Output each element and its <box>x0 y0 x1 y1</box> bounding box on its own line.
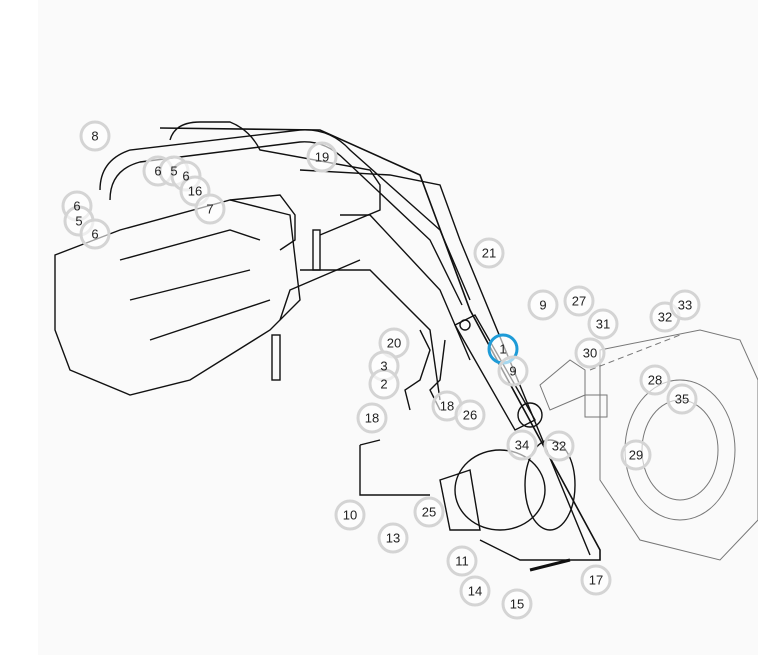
callout-7-ring[interactable] <box>194 193 226 225</box>
callout-33-ring[interactable] <box>669 289 701 321</box>
callout-number[interactable]: 6 <box>182 169 189 184</box>
callout-number[interactable]: 10 <box>343 508 357 523</box>
callout-29-ring[interactable] <box>620 439 652 471</box>
callout-8-ring[interactable] <box>79 120 111 152</box>
callout-35-ring[interactable] <box>666 383 698 415</box>
callout-number[interactable]: 11 <box>455 554 469 569</box>
callout-number[interactable]: 6 <box>91 227 98 242</box>
plate <box>584 394 608 418</box>
drawing-linework <box>54 121 601 572</box>
callout-number[interactable]: 13 <box>386 531 400 546</box>
motor-valve <box>439 469 481 531</box>
valve-top <box>229 194 296 251</box>
callout-14-ring[interactable] <box>459 575 491 607</box>
pipe <box>299 169 591 556</box>
callout-number[interactable]: 27 <box>572 294 586 309</box>
callout-9-ring[interactable] <box>497 355 529 387</box>
hydraulic-motor <box>454 449 546 531</box>
callout-number[interactable]: 6 <box>154 164 161 179</box>
callout-number[interactable]: 3 <box>380 359 387 374</box>
callout-11-ring[interactable] <box>446 545 478 577</box>
callout-number[interactable]: 35 <box>675 392 689 407</box>
callout-26-ring[interactable] <box>454 399 486 431</box>
callout-17-ring[interactable] <box>580 564 612 596</box>
callout-number[interactable]: 32 <box>552 439 566 454</box>
callout-number[interactable]: 19 <box>315 150 329 165</box>
callout-10-ring[interactable] <box>334 499 366 531</box>
callout-number[interactable]: 34 <box>515 438 529 453</box>
callout-number[interactable]: 25 <box>422 505 436 520</box>
callout-number[interactable]: 28 <box>648 373 662 388</box>
callout-34-ring[interactable] <box>506 429 538 461</box>
gearbox-housing <box>599 329 758 561</box>
pipe <box>359 439 430 496</box>
callout-number[interactable]: 26 <box>463 408 477 423</box>
callout-30-ring[interactable] <box>574 337 606 369</box>
bracket <box>539 359 586 411</box>
callout-number[interactable]: 7 <box>206 202 213 217</box>
callout-number[interactable]: 8 <box>91 129 98 144</box>
callout-number[interactable]: 30 <box>583 346 597 361</box>
pipe <box>159 127 601 561</box>
callout-number[interactable]: 9 <box>509 364 516 379</box>
callout-number[interactable]: 21 <box>482 246 496 261</box>
callout-number[interactable]: 14 <box>468 584 482 599</box>
valve-sections <box>119 229 271 341</box>
callout-number[interactable]: 18 <box>365 411 379 426</box>
callout-number[interactable]: 20 <box>387 336 401 351</box>
callout-9-ring[interactable] <box>527 289 559 321</box>
callout-2-ring[interactable] <box>368 368 400 400</box>
pipe <box>279 259 361 321</box>
callout-ring-layer <box>61 120 701 620</box>
callout-number[interactable]: 18 <box>440 399 454 414</box>
fitting <box>529 558 571 572</box>
callout-number[interactable]: 32 <box>658 310 672 325</box>
pipe <box>99 129 471 301</box>
callout-number[interactable]: 9 <box>539 298 546 313</box>
callout-number[interactable]: 15 <box>510 597 524 612</box>
callout-13-ring[interactable] <box>377 522 409 554</box>
pipe <box>109 141 463 306</box>
callout-number[interactable]: 33 <box>678 298 692 313</box>
callout-number[interactable]: 5 <box>170 164 177 179</box>
callout-number[interactable]: 17 <box>589 573 603 588</box>
callout-27-ring[interactable] <box>563 285 595 317</box>
callout-number[interactable]: 16 <box>188 184 202 199</box>
callout-number[interactable]: 29 <box>629 448 643 463</box>
callout-31-ring[interactable] <box>587 308 619 340</box>
pipe <box>479 539 560 561</box>
callout-21-ring[interactable] <box>473 237 505 269</box>
callout-number[interactable]: 31 <box>596 317 610 332</box>
callout-28-ring[interactable] <box>639 364 671 396</box>
callout-number[interactable]: 2 <box>380 377 387 392</box>
hose-fitting <box>271 334 281 381</box>
callout-number[interactable]: 6 <box>73 199 80 214</box>
housing-inner-bore <box>641 399 719 501</box>
callout-18-ring[interactable] <box>356 402 388 434</box>
centerline <box>589 334 681 371</box>
callout-25-ring[interactable] <box>413 496 445 528</box>
hydraulic-cylinder <box>454 314 536 431</box>
callout-15-ring[interactable] <box>501 588 533 620</box>
callout-6-ring[interactable] <box>79 218 111 250</box>
callout-32-ring[interactable] <box>543 430 575 462</box>
callout-19-ring[interactable] <box>306 141 338 173</box>
callout-number[interactable]: 5 <box>75 214 82 229</box>
hose-fitting <box>312 229 321 271</box>
cylinder-eye <box>459 319 471 331</box>
callout-number[interactable]: 1 <box>499 342 506 357</box>
pivot-bearing <box>517 402 543 428</box>
hose <box>404 329 431 411</box>
control-valve-block <box>54 199 301 396</box>
